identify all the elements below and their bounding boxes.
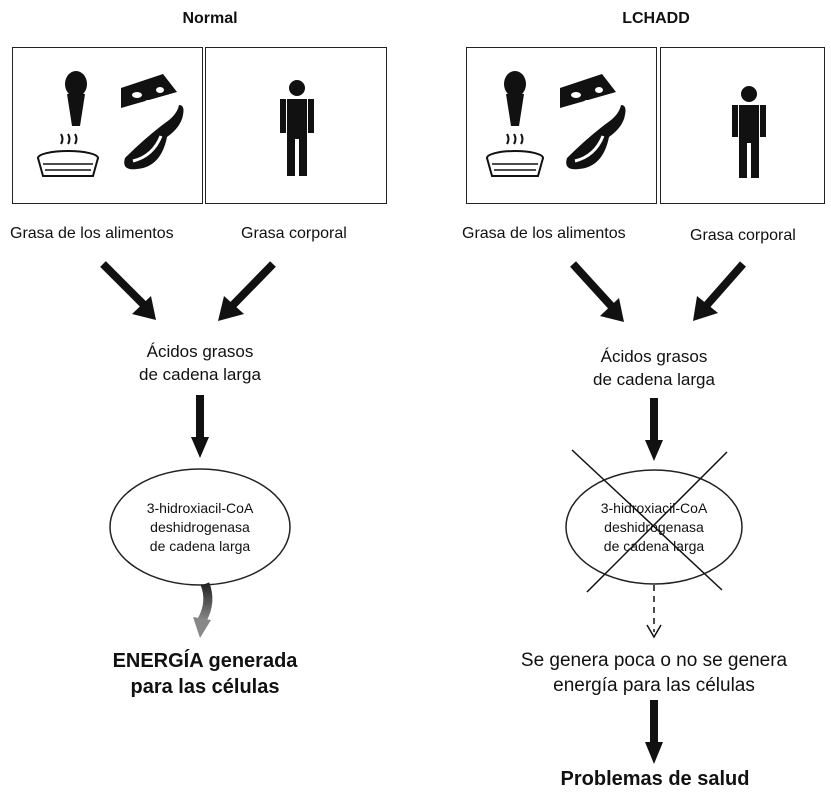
left-enzyme-ellipse [109, 468, 291, 586]
right-fatty-acids-line-2: de cadena larga [593, 370, 715, 389]
cheese-icon [560, 74, 616, 108]
right-fatty-acids-text: Ácidos grasos de cadena larga [554, 345, 754, 391]
right-body-box [660, 47, 825, 204]
left-food-arrow [100, 261, 156, 320]
right-enzyme-line-2: deshidrogenasa [604, 519, 704, 535]
right-dashed-arrow [646, 585, 662, 639]
right-enzyme-line-3: de cadena larga [603, 538, 705, 554]
person-icon [280, 80, 314, 176]
meat-icon [566, 105, 626, 170]
left-food-box [12, 47, 203, 204]
left-body-fat-label: Grasa corporal [241, 225, 347, 242]
left-fatty-acids-text: Ácidos grasos de cadena larga [100, 340, 300, 386]
right-enzyme-text: 3-hidroxiacil-CoA deshidrogenasa de cade… [564, 499, 744, 556]
left-fatty-acids-line-2: de cadena larga [139, 365, 261, 384]
right-fatty-acids-line-1: Ácidos grasos [600, 347, 708, 366]
left-enzyme-line-3: de cadena larga [149, 538, 251, 554]
meat-icon [124, 105, 184, 170]
ice-cream-cone-icon [504, 71, 526, 126]
pie-icon [37, 133, 99, 177]
left-body-box [205, 47, 387, 204]
right-result-line-2: energía para las células [553, 675, 755, 696]
left-fatty-acids-line-1: Ácidos grasos [146, 342, 254, 361]
health-problems-outcome: Problemas de salud [560, 768, 750, 790]
right-food-fat-label: Grasa de los alimentos [462, 225, 626, 242]
left-result-line-2: para las células [130, 676, 280, 698]
normal-heading: Normal [182, 10, 238, 27]
left-body-arrow [218, 261, 276, 321]
left-enzyme-line-1: 3-hidroxiacil-CoA [146, 500, 254, 516]
left-enzyme-line-2: deshidrogenasa [150, 519, 250, 535]
right-food-box [466, 47, 657, 204]
right-down-arrow-1 [645, 398, 663, 461]
right-result-line-1: Se genera poca o no se genera [520, 650, 788, 671]
left-result-line-1: ENERGÍA generada [112, 650, 298, 672]
ice-cream-cone-icon [65, 71, 87, 126]
right-body-fat-label: Grasa corporal [690, 227, 796, 244]
right-body-arrow [693, 261, 747, 321]
right-food-arrow [570, 261, 624, 322]
right-energy-result: Se genera poca o no se genera energía pa… [474, 648, 831, 698]
pie-icon [486, 133, 544, 177]
cheese-icon [121, 74, 177, 108]
right-enzyme-line-1: 3-hidroxiacil-CoA [600, 500, 708, 516]
lchadd-heading: LCHADD [622, 10, 690, 27]
left-energy-arrow [193, 582, 213, 638]
right-down-arrow-2 [645, 700, 663, 764]
left-enzyme-text: 3-hidroxiacil-CoA deshidrogenasa de cade… [110, 499, 290, 556]
left-food-fat-label: Grasa de los alimentos [10, 225, 174, 242]
person-icon [732, 86, 766, 178]
left-down-arrow-1 [191, 395, 209, 458]
left-energy-result: ENERGÍA generada para las células [70, 648, 340, 700]
